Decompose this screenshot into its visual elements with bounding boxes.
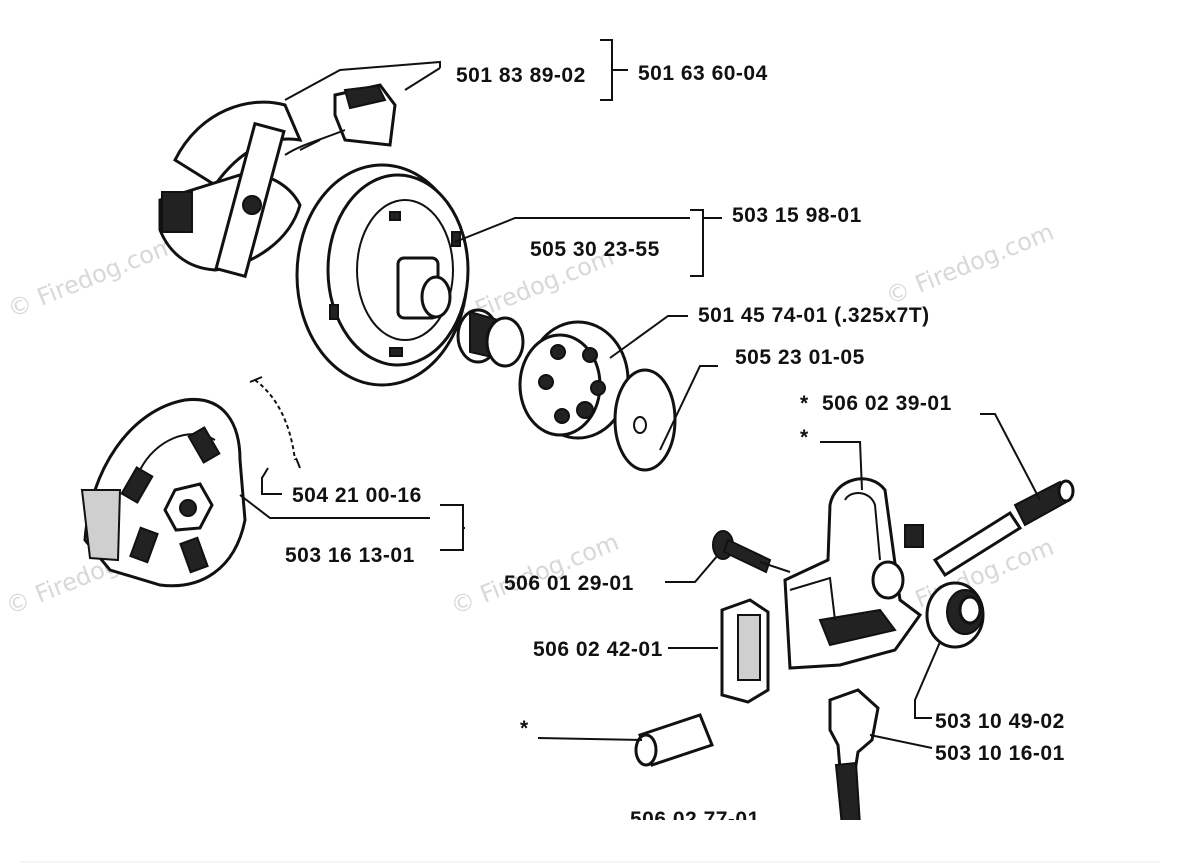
label-star: *: [520, 717, 529, 740]
label-503-16-13-01: 503 16 13-01: [285, 544, 415, 567]
label-504-21-00-16: 504 21 00-16: [292, 484, 422, 507]
leader-lines: [239, 39, 1041, 749]
label-star: *: [800, 392, 809, 415]
clutch-assembly-top: [158, 83, 397, 279]
adjusting-screw: [828, 688, 880, 828]
oil-pump-housing: [783, 477, 924, 670]
watermark: © Firedog.com: [4, 231, 180, 324]
label-506-01-29-01: 506 01 29-01: [504, 572, 634, 595]
bottom-crop: [0, 820, 1180, 866]
label-501-83-89-02: 501 83 89-02: [456, 64, 586, 87]
label-501-63-60-04: 501 63 60-04: [638, 62, 768, 85]
clutch-assembly-lower: [80, 397, 247, 588]
label-501-45-74-01: 501 45 74-01 (.325x7T): [698, 304, 930, 327]
clutch-drum: [295, 163, 470, 387]
label-503-10-49-02: 503 10 49-02: [935, 710, 1065, 733]
label-star: *: [800, 426, 809, 449]
label-503-15-98-01: 503 15 98-01: [732, 204, 862, 227]
pump-shaft: [932, 479, 1075, 578]
pin: [634, 713, 714, 767]
label-506-02-42-01: 506 02 42-01: [533, 638, 663, 661]
worm-gear: [925, 581, 985, 649]
washer: [613, 368, 677, 472]
needle-bearing: [456, 308, 525, 368]
label-503-10-16-01: 503 10 16-01: [935, 742, 1065, 765]
label-505-23-01-05: 505 23 01-05: [735, 346, 865, 369]
label-505-30-23-55: 505 30 23-55: [530, 238, 660, 261]
clutch-spring: [249, 376, 301, 469]
rim-sprocket: [518, 320, 630, 440]
screw: [712, 530, 772, 574]
pump-cover: [720, 598, 770, 704]
part-labels: 501 83 89-02 501 63 60-04 503 15 98-01 5…: [285, 62, 1065, 831]
label-506-02-39-01: 506 02 39-01: [822, 392, 952, 415]
watermark: © Firedog.com: [882, 218, 1058, 311]
